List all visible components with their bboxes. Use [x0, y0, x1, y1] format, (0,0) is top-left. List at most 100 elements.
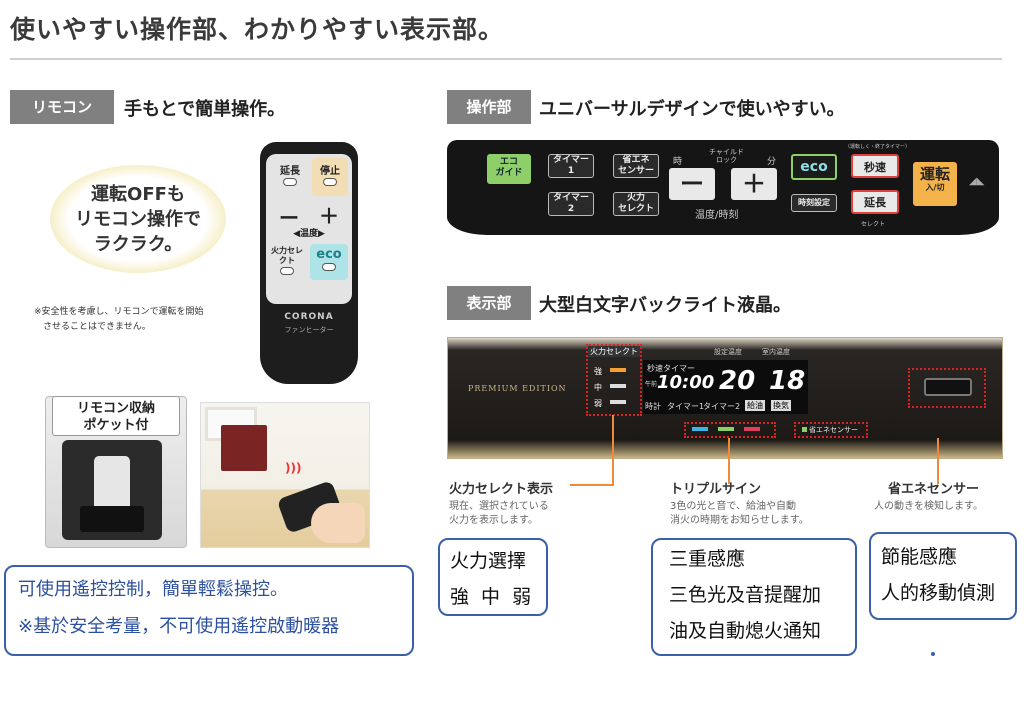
- quick-timer-indicator: 秒速タイマー: [647, 364, 695, 373]
- room-temp-label: 室内温度: [762, 348, 790, 356]
- energy-sensor-line-1: 省エネ: [622, 155, 650, 165]
- hour-label: 時: [673, 157, 683, 167]
- remote-brand: CORONA: [284, 312, 334, 322]
- energy-sensor-line-2: センサー: [617, 166, 654, 176]
- remote-temp-label: ◀温度▶: [293, 229, 325, 239]
- remote-stop-button: 停止: [312, 158, 348, 196]
- fire-select-line-1: 火力: [626, 193, 645, 203]
- operation-tag: 操作部: [447, 90, 531, 124]
- fire-select-button: 火力 セレクト: [613, 192, 659, 216]
- minute-label: 分: [767, 157, 777, 167]
- remote-product: ファンヒーター: [284, 326, 334, 334]
- remote-plus-button: ＋: [319, 204, 339, 228]
- power-button: 運転 入/切: [913, 162, 957, 206]
- callout-triple-title: トリプルサイン: [670, 482, 762, 497]
- zh-triple-box: 三重感應 三色光及音提醒加 油及自動熄火通知: [651, 538, 857, 656]
- heater-icon: [221, 425, 267, 471]
- pocket-holder-icon: [80, 506, 144, 532]
- remote-extend-label: 延長: [280, 166, 300, 177]
- zh-remote-box: 可使用遙控控制，簡單輕鬆操控。 ※基於安全考量，不可使用遙控啟動暖器: [4, 565, 414, 656]
- level-mid: 中: [594, 383, 602, 392]
- remote-note-line-1: ※安全性を考慮し、リモコンで運転を開始: [34, 307, 204, 317]
- eco-guide-button: エコ ガイド: [487, 154, 531, 184]
- remote-fire-select-label: 火力セレクト: [271, 246, 303, 265]
- edition-label: PREMIUM EDITION: [468, 384, 567, 393]
- remote-note-line-2: させることはできません。: [43, 322, 151, 332]
- level-mid-bar: [610, 384, 626, 388]
- remote-extend-button: 延長: [272, 162, 308, 186]
- callout-sensor-title: 省エネセンサー: [888, 482, 980, 497]
- display-heading: 大型白文字バックライト液晶。: [539, 295, 791, 316]
- remote-panel: 延長 停止 ー ＋ ◀温度▶ 火力セレクト eco: [266, 154, 352, 304]
- zh-fire-box: 火力選擇 強 中 弱: [438, 538, 548, 616]
- callout-fire-desc-1: 現在、選択されている: [449, 501, 549, 512]
- timer2-label: タイマー: [552, 193, 589, 203]
- fire-select-line-2: セレクト: [617, 204, 654, 214]
- timer1-button: タイマー 1: [548, 154, 594, 178]
- sensor-window: [924, 378, 972, 396]
- energy-sensor-button: 省エネ センサー: [613, 154, 659, 178]
- time-setting-button: 時刻設定: [791, 194, 837, 212]
- title-divider: [10, 58, 1002, 60]
- fire-select-highlight: [586, 344, 642, 416]
- remote-tag: リモコン: [10, 90, 114, 124]
- zh-sensor-line-1: 節能感應: [881, 546, 958, 568]
- power-label: 運転: [919, 165, 950, 183]
- level-strong: 強: [594, 367, 602, 376]
- remote-stop-label: 停止: [320, 166, 340, 177]
- triple-green-light: [718, 427, 734, 431]
- room-photo: ))): [200, 402, 370, 548]
- minus-button: ー: [669, 168, 715, 200]
- remote-fire-select-button: 火力セレクト: [270, 246, 304, 275]
- decorative-dot: [931, 652, 935, 656]
- level-weak: 弱: [594, 399, 602, 408]
- zh-triple-line-1: 三重感應: [669, 548, 746, 570]
- page-title: 使いやすい操作部、わかりやすい表示部。: [10, 15, 505, 44]
- remote-note: ※安全性を考慮し、リモコンで運転を開始 させることはできません。: [34, 305, 244, 335]
- callout-sensor-desc-1: 人の動きを検知します。: [874, 501, 983, 512]
- timer2-number: 2: [567, 204, 575, 214]
- child-lock-line-2: ロック: [715, 156, 737, 164]
- triple-blue-light: [692, 427, 708, 431]
- timer1-indicator: タイマー1: [667, 402, 705, 411]
- display-tag: 表示部: [447, 286, 531, 320]
- remote-eco-dot: [322, 263, 336, 271]
- timer1-number: 1: [567, 166, 575, 176]
- callout-line-fire-v: [612, 415, 614, 485]
- clock-readout: 10:00: [657, 372, 715, 393]
- eco-sensor-led-icon: [802, 427, 807, 432]
- ventilate-indicator: 換気: [771, 400, 791, 411]
- callout-line-sensor: [937, 438, 939, 484]
- remote-fire-dot: [280, 267, 294, 275]
- temp-time-label: 温度/時刻: [695, 210, 739, 221]
- zh-sensor-box: 節能感應 人的移動偵測: [869, 532, 1017, 620]
- operation-heading: ユニバーサルデザインで使いやすい。: [539, 99, 845, 120]
- pocket-label-line-1: リモコン収納: [76, 401, 155, 416]
- pocket-photo: [62, 440, 162, 540]
- pocket-label-line-2: ポケット付: [83, 418, 149, 433]
- remote-extend-dot: [283, 178, 297, 186]
- bubble-line-1: 運転OFFも: [91, 183, 185, 205]
- room-temp-readout: 18: [769, 366, 806, 396]
- quick-timer-caption: （運転しく・終了タイマー）: [845, 144, 911, 150]
- timer2-button: タイマー 2: [548, 192, 594, 216]
- clock-indicator: 時計: [645, 402, 661, 411]
- hand-icon: [311, 503, 365, 543]
- eco-sensor-highlight: [794, 422, 868, 438]
- callout-line-triple: [728, 438, 730, 484]
- set-temp-label: 設定温度: [714, 348, 742, 356]
- eco-guide-line-1: エコ: [499, 157, 518, 167]
- signal-icon: ))): [285, 461, 302, 475]
- callout-triple-desc-2: 消火の時期をお知らせします。: [670, 515, 809, 526]
- remote-eco-label: eco: [316, 247, 342, 262]
- plus-button: ＋: [731, 168, 777, 200]
- pocket-remote-icon: [94, 456, 130, 512]
- eco-sensor-text: 省エネセンサー: [809, 426, 858, 434]
- child-lock-label: チャイルド ロック: [709, 148, 744, 164]
- zh-sensor-line-2: 人的移動偵測: [881, 582, 996, 604]
- timer1-label: タイマー: [552, 155, 589, 165]
- callout-triple-desc-1: 3色の光と音で、給油や自動: [670, 501, 796, 512]
- remote-heading: 手もとで簡単操作。: [124, 99, 286, 120]
- remote-stop-dot: [323, 178, 337, 186]
- callout-line-fire-h: [570, 484, 614, 486]
